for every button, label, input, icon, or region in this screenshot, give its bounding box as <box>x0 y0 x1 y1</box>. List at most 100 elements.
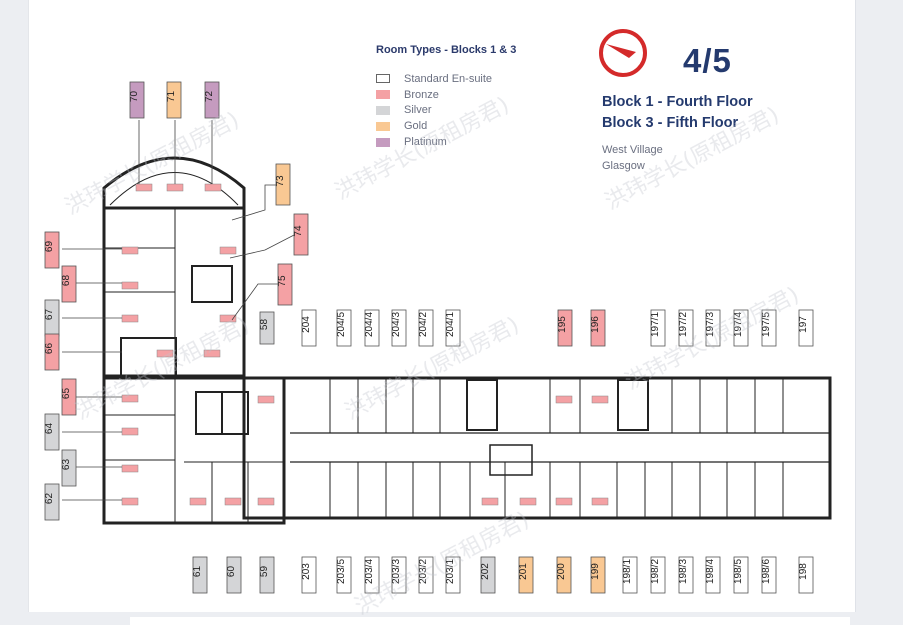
legend-swatch <box>376 121 390 131</box>
room-label-box <box>44 483 60 521</box>
room-label-text: 198/3 <box>678 559 689 584</box>
legend-item-gold: Gold <box>376 118 492 134</box>
room-label-text: 203/3 <box>391 559 402 584</box>
room-label-text: 203/4 <box>364 559 375 584</box>
room-label-text: 198/5 <box>733 559 744 584</box>
room-label-197-5: 197/5 <box>761 309 777 347</box>
room-label-box <box>650 556 666 594</box>
legend-item-silver: Silver <box>376 103 492 119</box>
room-label-text: 202 <box>480 563 491 580</box>
room-label-text: 65 <box>61 388 72 400</box>
room-label-text: 64 <box>44 423 55 435</box>
room-label-203-1: 203/1 <box>445 556 461 594</box>
room-label-box <box>518 556 534 594</box>
room-label-box <box>336 556 352 594</box>
room-label-box <box>204 81 220 119</box>
legend-item-standard: Standard En-suite <box>376 71 492 87</box>
legend-item-bronze: Bronze <box>376 87 492 103</box>
room-label-200: 200 <box>556 556 572 594</box>
room-label-box <box>364 556 380 594</box>
legend-swatch <box>376 105 390 115</box>
svg-text:洪玮学长(原租房君): 洪玮学长(原租房君) <box>61 108 243 221</box>
room-label-text: 197/1 <box>650 312 661 337</box>
room-label-box <box>590 556 606 594</box>
svg-text:洪玮学长(原租房君): 洪玮学长(原租房君) <box>71 313 253 426</box>
room-label-box <box>445 556 461 594</box>
room-label-box <box>705 309 721 347</box>
building-outline <box>102 156 832 525</box>
room-label-text: 204/2 <box>418 312 429 337</box>
room-label-text: 201 <box>518 563 529 580</box>
room-label-204-5: 204/5 <box>336 309 352 347</box>
room-label-box <box>301 556 317 594</box>
room-label-box <box>705 556 721 594</box>
room-label-text: 204/4 <box>364 312 375 337</box>
room-label-67: 67 <box>44 299 60 337</box>
room-label-70: 70 <box>129 81 145 119</box>
legend: Standard En-suite Bronze Silver Gold Pla… <box>376 71 492 150</box>
room-label-text: 197/3 <box>705 312 716 337</box>
room-label-box <box>61 449 77 487</box>
room-label-198-5: 198/5 <box>733 556 749 594</box>
room-label-text: 72 <box>204 91 215 103</box>
room-label-text: 203 <box>301 563 312 580</box>
room-label-box <box>301 309 317 347</box>
room-label-text: 71 <box>166 91 177 103</box>
room-label-197-2: 197/2 <box>678 309 694 347</box>
room-label-box <box>557 309 573 347</box>
room-label-box <box>418 309 434 347</box>
room-label-text: 197/5 <box>761 312 772 337</box>
room-label-69: 69 <box>44 231 60 269</box>
room-label-box <box>166 81 182 119</box>
room-label-box <box>418 556 434 594</box>
room-label-63: 63 <box>61 449 77 487</box>
watermark: 洪玮学长(原租房君) 洪玮学长(原租房君) 洪玮学长(原租房君) 洪玮学长(原租… <box>61 93 803 621</box>
room-label-204: 204 <box>301 309 317 347</box>
room-label-text: 198/1 <box>622 559 633 584</box>
room-label-203-3: 203/3 <box>391 556 407 594</box>
room-label-text: 60 <box>226 566 237 578</box>
room-label-73: 73 <box>275 163 291 206</box>
room-label-198-6: 198/6 <box>761 556 777 594</box>
room-label-66: 66 <box>44 333 60 371</box>
room-label-box <box>480 556 496 594</box>
room-label-box <box>733 309 749 347</box>
svg-text:洪玮学长(原租房君): 洪玮学长(原租房君) <box>331 93 513 206</box>
room-label-text: 204/1 <box>445 312 456 337</box>
room-label-204-3: 204/3 <box>391 309 407 347</box>
room-label-text: 67 <box>44 309 55 321</box>
room-label-59: 59 <box>259 556 275 594</box>
room-label-199: 199 <box>590 556 606 594</box>
room-label-box <box>336 309 352 347</box>
room-label-text: 203/2 <box>418 559 429 584</box>
room-label-box <box>622 556 638 594</box>
room-label-203-5: 203/5 <box>336 556 352 594</box>
room-label-box <box>798 309 814 347</box>
room-label-box <box>61 378 77 416</box>
room-label-box <box>650 309 666 347</box>
room-label-71: 71 <box>166 81 182 119</box>
room-label-68: 68 <box>61 265 77 303</box>
room-label-box <box>61 265 77 303</box>
room-label-text: 66 <box>44 343 55 355</box>
room-label-text: 198/6 <box>761 559 772 584</box>
room-label-box <box>259 311 275 345</box>
block-1-floor: Block 1 - Fourth Floor <box>602 94 753 110</box>
legend-swatch <box>376 74 390 84</box>
room-label-198-2: 198/2 <box>650 556 666 594</box>
room-label-75: 75 <box>277 263 293 306</box>
room-label-box <box>798 556 814 594</box>
room-label-text: 59 <box>259 566 270 578</box>
room-label-text: 198 <box>798 563 809 580</box>
room-label-61: 61 <box>192 556 208 594</box>
room-label-box <box>44 231 60 269</box>
room-label-text: 58 <box>259 319 270 331</box>
room-label-text: 203/5 <box>336 559 347 584</box>
room-label-box <box>277 263 293 306</box>
room-label-text: 61 <box>192 566 203 578</box>
room-label-text: 197/2 <box>678 312 689 337</box>
room-label-text: 196 <box>590 316 601 333</box>
room-label-text: 73 <box>275 175 286 187</box>
room-label-60: 60 <box>226 556 242 594</box>
